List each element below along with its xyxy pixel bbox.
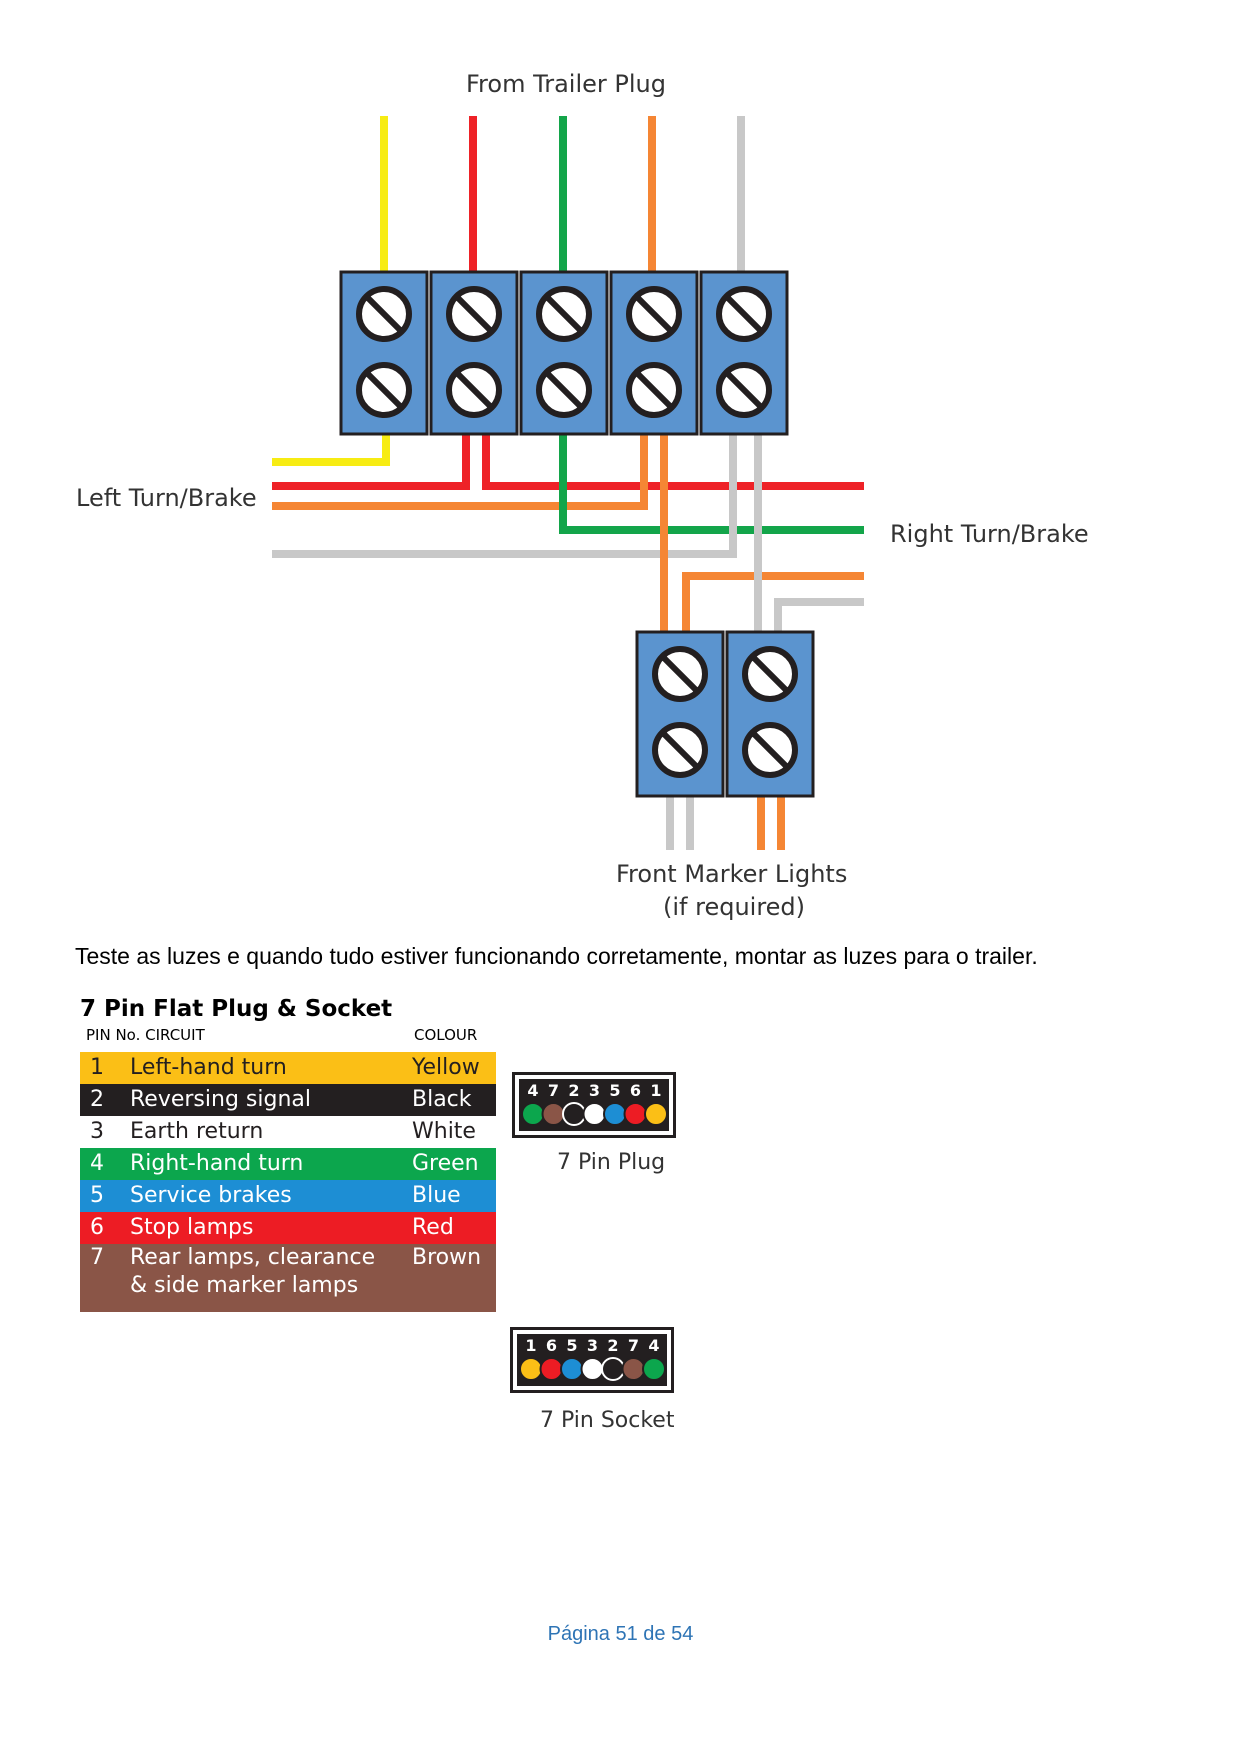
plug-pin: [623, 1102, 648, 1126]
socket-label: 7 Pin Socket: [540, 1408, 675, 1433]
pin-row: 2 Reversing signal Black: [80, 1084, 496, 1116]
screw-icon: [626, 286, 682, 342]
socket-pin: [601, 1357, 625, 1381]
socket-pin-number: 7: [628, 1336, 639, 1355]
plug-pin-number: 7: [548, 1081, 559, 1100]
screw-icon: [742, 646, 798, 702]
socket-pin-number: 6: [546, 1336, 557, 1355]
wire-grey-left: [272, 432, 737, 558]
pin-row: 7 Rear lamps, clearance & side marker lam…: [80, 1244, 496, 1312]
pin-row: 1 Left-hand turn Yellow: [80, 1052, 496, 1084]
screw-icon: [716, 286, 772, 342]
socket-pin-number: 4: [648, 1336, 659, 1355]
pin-circuit: Left-hand turn: [130, 1055, 287, 1080]
plug-pin-number: 4: [527, 1081, 538, 1100]
socket-pin-number: 3: [587, 1336, 598, 1355]
plug-pin-number: 6: [630, 1081, 641, 1100]
right-turn-brake-label: Right Turn/Brake: [890, 520, 1089, 548]
pin-colour: Black: [412, 1087, 472, 1112]
pin-circuit-header: PIN No. CIRCUIT: [86, 1026, 205, 1044]
pin-number: 7: [90, 1245, 104, 1270]
socket-pin: [539, 1357, 564, 1381]
screw-icon: [446, 362, 502, 418]
socket-pin: [642, 1357, 666, 1381]
pin-circuit: Earth return: [130, 1119, 264, 1144]
screw-icon: [742, 722, 798, 778]
screw-icon: [626, 362, 682, 418]
pin-colour: Green: [412, 1151, 479, 1176]
plug-pin-number: 2: [568, 1081, 579, 1100]
screw-icon: [356, 286, 412, 342]
page-number: Página 51 de 54: [547, 1623, 694, 1645]
pin-colour: Brown: [412, 1245, 482, 1270]
socket-pin-number: 1: [525, 1336, 536, 1355]
screw-icon: [536, 286, 592, 342]
pin-number: 2: [90, 1087, 104, 1112]
wire-orange-left: [272, 432, 648, 510]
pin-number: 6: [90, 1215, 104, 1240]
wire-red-right: [482, 432, 864, 490]
screw-icon: [446, 286, 502, 342]
pin-colour: Red: [412, 1215, 454, 1240]
plug-pin-number: 1: [650, 1081, 661, 1100]
wiring-diagram: [272, 116, 864, 850]
socket-pin-number: 5: [566, 1336, 577, 1355]
pin-number: 5: [90, 1183, 104, 1208]
wire-red-left: [272, 432, 470, 490]
socket-pin: [519, 1357, 543, 1381]
colour-header: COLOUR: [414, 1026, 478, 1044]
screw-icon: [356, 362, 412, 418]
plug-pin-number: 3: [589, 1081, 600, 1100]
plug-pin: [644, 1102, 668, 1126]
plug-pin: [582, 1102, 607, 1126]
screw-icon: [716, 362, 772, 418]
pin-circuit: Rear lamps, clearance & side marker lamp…: [130, 1245, 376, 1298]
pin-colour: White: [412, 1119, 476, 1144]
plug-pin: [521, 1102, 545, 1126]
wire-grey-right: [774, 598, 864, 632]
screw-icon: [652, 646, 708, 702]
pin-circuit: Right-hand turn: [130, 1151, 304, 1176]
plug-pin: [562, 1102, 586, 1126]
screws: [356, 286, 798, 778]
front-marker-lights-label: Front Marker Lights: [616, 860, 848, 888]
from-trailer-plug-label: From Trailer Plug: [466, 70, 666, 98]
wire-yellow-left: [272, 432, 390, 466]
plug-pin: [541, 1102, 566, 1126]
socket-pin-number: 2: [607, 1336, 618, 1355]
plug-pin: [603, 1102, 627, 1126]
pin-row: 6 Stop lamps Red: [80, 1212, 496, 1244]
wire-green-right: [559, 432, 864, 534]
pin-colour: Blue: [412, 1183, 461, 1208]
pin-number: 1: [90, 1055, 104, 1080]
socket-pin: [560, 1357, 584, 1381]
pin-circuit: Stop lamps: [130, 1215, 254, 1240]
instruction-text: Teste as luzes e quando tudo estiver fun…: [75, 943, 1038, 969]
plug-label: 7 Pin Plug: [557, 1150, 666, 1175]
screw-icon: [652, 722, 708, 778]
socket-pin: [580, 1357, 605, 1381]
pin-circuit: Service brakes: [130, 1183, 292, 1208]
pin-number: 3: [90, 1119, 104, 1144]
socket-pin: [621, 1357, 646, 1381]
pin-circuit: Reversing signal: [130, 1087, 311, 1112]
plug-pin-number: 5: [609, 1081, 620, 1100]
pin-colour: Yellow: [412, 1055, 480, 1080]
wire-orange-right: [682, 572, 864, 632]
pin-table-title: 7 Pin Flat Plug & Socket: [80, 996, 393, 1022]
screw-icon: [536, 362, 592, 418]
pin-number: 4: [90, 1151, 104, 1176]
pin-row: 5 Service brakes Blue: [80, 1180, 496, 1212]
left-turn-brake-label: Left Turn/Brake: [76, 484, 257, 512]
pin-row: 3 Earth return White: [80, 1116, 496, 1148]
pin-row: 4 Right-hand turn Green: [80, 1148, 496, 1180]
if-required-label: (if required): [663, 893, 806, 921]
